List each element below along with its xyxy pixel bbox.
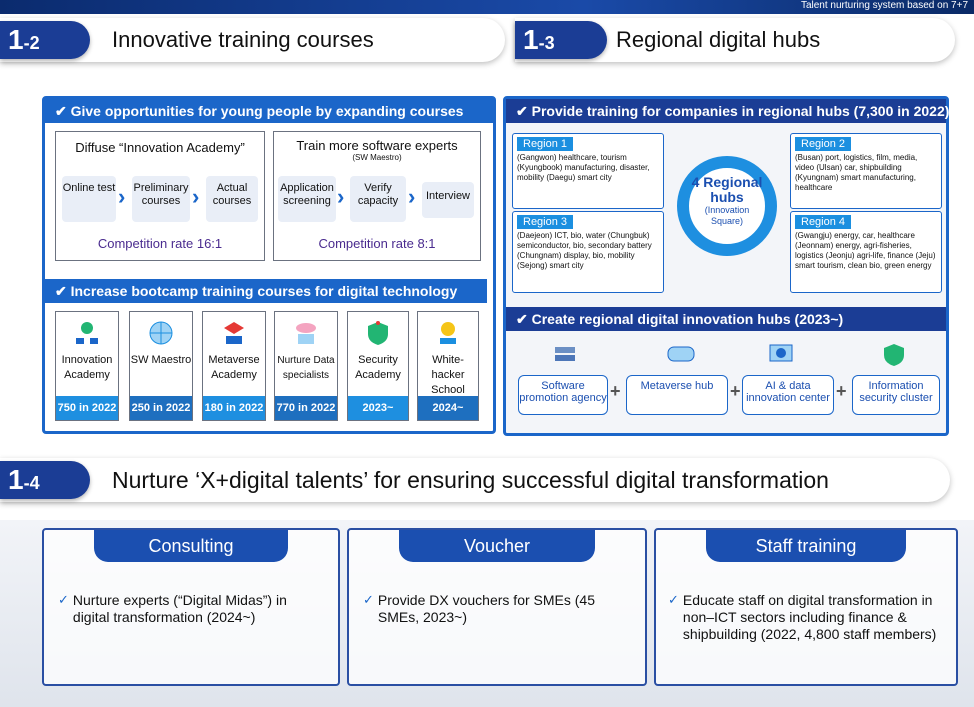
- section-number-1-4: 1-4: [0, 461, 90, 499]
- step-verify: Verify capacity: [350, 176, 406, 222]
- consulting-card: Consulting ✓ Nurture experts (“Digital M…: [42, 528, 340, 686]
- region-tag: Region 4: [795, 215, 852, 229]
- course-count: 750 in 2022: [56, 396, 118, 420]
- sw-maestro-card: Train more software experts (SW Maestro)…: [273, 131, 481, 261]
- course-label: Nurture Data specialists: [277, 355, 335, 381]
- plus-icon: +: [730, 381, 741, 401]
- people-network-icon: [76, 322, 98, 344]
- course-data-specialists: Nurture Data specialists 770 in 2022: [274, 311, 338, 421]
- course-label: Metaverse Academy: [208, 354, 260, 381]
- shield-icon: [368, 321, 388, 345]
- course-label: White-hacker School: [431, 354, 465, 396]
- top-banner: Talent nurturing system based on 7+7: [0, 0, 974, 14]
- check-icon: ✓: [58, 592, 69, 607]
- check-icon: ✓: [363, 592, 374, 607]
- competition-rate: Competition rate 8:1: [318, 236, 436, 251]
- plus-icon: +: [610, 381, 621, 401]
- consulting-tab: Consulting: [94, 530, 288, 562]
- center-line: hubs: [710, 189, 744, 205]
- section-number-1-2: 1-2: [0, 21, 90, 59]
- regional-hubs-panel: ✔ Provide training for companies in regi…: [503, 96, 949, 436]
- chevron-right-icon: ›: [192, 184, 200, 209]
- section-title-1-4: Nurture ‘X+digital talents’ for ensuring…: [112, 467, 829, 493]
- course-count: 250 in 2022: [130, 396, 192, 420]
- innovative-courses-panel: ✔ Give opportunities for young people by…: [42, 96, 496, 434]
- voucher-card: Voucher ✓ Provide DX vouchers for SMEs (…: [347, 528, 647, 686]
- course-count: 770 in 2022: [275, 396, 337, 420]
- innovation-academy-card: Diffuse “Innovation Academy” Online test…: [55, 131, 265, 261]
- course-label: Innovation Academy: [61, 354, 113, 381]
- hub-metaverse: Metaverse hub: [626, 375, 728, 415]
- check-icon: ✓: [668, 592, 679, 607]
- region-2-box: Region 2 (Busan) port, logistics, film, …: [790, 133, 942, 209]
- data-cloud-icon: [296, 323, 316, 344]
- competition-rate: Competition rate 16:1: [97, 236, 223, 251]
- courses-bar-2: ✔ Increase bootcamp training courses for…: [45, 279, 487, 303]
- region-text: (Daejeon) ICT, bio, water (Chungbuk) sem…: [517, 231, 652, 270]
- staff-training-text: Educate staff on digital transformation …: [682, 592, 937, 642]
- region-tag: Region 1: [517, 137, 574, 151]
- region-text: (Busan) port, logistics, film, media, vi…: [795, 153, 918, 192]
- course-count: 180 in 2022: [203, 396, 265, 420]
- step-actual: Actual courses: [206, 176, 258, 222]
- header-tag: Talent nurturing system based on 7+7: [800, 0, 968, 11]
- ai-monitor-icon: [769, 344, 793, 362]
- network-globe-icon: [149, 321, 173, 345]
- plus-icon: +: [836, 381, 847, 401]
- voucher-tab: Voucher: [399, 530, 595, 562]
- regions-bar-1: ✔ Provide training for companies in regi…: [506, 99, 949, 123]
- region-3-box: Region 3 (Daejeon) ICT, bio, water (Chun…: [512, 211, 664, 293]
- step-preliminary: Preliminary courses: [132, 176, 190, 222]
- card-title: Diffuse “Innovation Academy”: [75, 140, 245, 155]
- hub-information-security: Information security cluster: [852, 375, 940, 415]
- section-title-1-2: Innovative training courses: [112, 27, 374, 52]
- vr-cube-icon: [224, 322, 244, 344]
- chevron-right-icon: ›: [408, 184, 416, 209]
- regions-bar-2: ✔ Create regional digital innovation hub…: [506, 307, 946, 331]
- region-4-box: Region 4 (Gwangju) energy, car, healthca…: [790, 211, 942, 293]
- consulting-text: Nurture experts (“Digital Midas”) in dig…: [72, 592, 287, 625]
- center-line: Square): [710, 216, 744, 226]
- regional-hubs-center: 4 Regional hubs (Innovation Square): [674, 175, 780, 227]
- courses-bar-1: ✔ Give opportunities for young people by…: [45, 99, 493, 123]
- course-count: 2024~: [418, 396, 478, 420]
- step-online-test: Online test: [62, 176, 116, 222]
- region-tag: Region 3: [517, 215, 574, 229]
- hub-ai-data: AI & data innovation center: [742, 375, 834, 415]
- course-white-hacker-school: White-hacker School 2024~: [417, 311, 479, 421]
- course-label: SW Maestro: [130, 354, 192, 366]
- course-metaverse-academy: Metaverse Academy 180 in 2022: [202, 311, 266, 421]
- card-title: Train more software experts: [296, 138, 458, 153]
- course-sw-maestro: SW Maestro 250 in 2022: [129, 311, 193, 421]
- region-tag: Region 2: [795, 137, 852, 151]
- region-text: (Gangwon) healthcare, tourism (Kyungbook…: [517, 153, 650, 182]
- section-title-1-3: Regional digital hubs: [616, 27, 821, 52]
- chevron-right-icon: ›: [337, 184, 345, 209]
- hub-ring-graphic: [677, 156, 777, 256]
- course-label: Security Academy: [355, 354, 401, 381]
- staff-training-card: Staff training ✓ Educate staff on digita…: [654, 528, 958, 686]
- security-shield-icon: [884, 344, 904, 366]
- region-text: (Gwangju) energy, car, healthcare (Jeonn…: [795, 231, 936, 270]
- section-number-1-3: 1-3: [515, 21, 607, 59]
- course-innovation-academy: Innovation Academy 750 in 2022: [55, 311, 119, 421]
- lightbulb-icon: [440, 322, 456, 344]
- course-count: 2023~: [348, 396, 408, 420]
- region-1-box: Region 1 (Gangwon) healthcare, tourism (…: [512, 133, 664, 209]
- step-interview: Interview: [422, 182, 474, 218]
- card-subtitle: (SW Maestro): [352, 153, 402, 162]
- vr-headset-icon: [667, 346, 695, 362]
- center-line: 4 Regional: [691, 174, 763, 190]
- voucher-text: Provide DX vouchers for SMEs (45 SMEs, 2…: [377, 592, 595, 625]
- center-line: (Innovation: [704, 205, 750, 215]
- hub-software-promotion: Software promotion agency: [518, 375, 608, 415]
- chevron-right-icon: ›: [118, 184, 126, 209]
- course-security-academy: Security Academy 2023~: [347, 311, 409, 421]
- step-application: Application screening: [278, 176, 336, 222]
- server-icon: [555, 347, 575, 361]
- staff-training-tab: Staff training: [706, 530, 906, 562]
- section-header-1-4: [0, 458, 950, 502]
